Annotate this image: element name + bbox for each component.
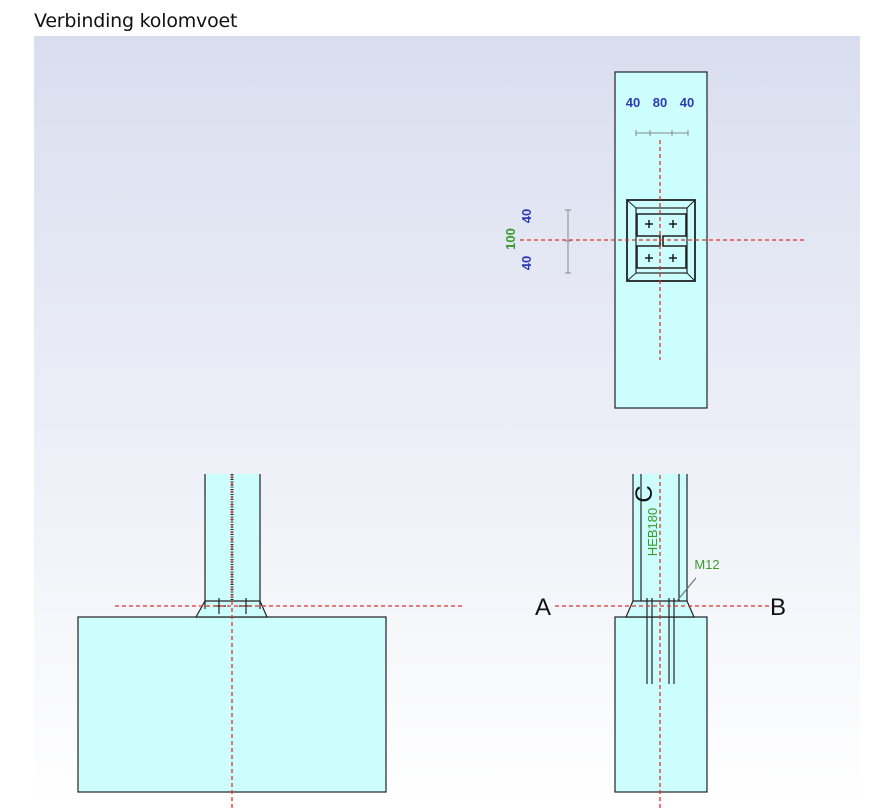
dim-horizontal-3: 40 [680,95,694,110]
section-anchor-bolts [646,598,675,684]
bolt-label: M12 [694,557,719,572]
page-title: Verbinding kolomvoet [34,10,238,32]
side-elevation [77,474,465,811]
profile-label: HEB180 [645,508,660,556]
section-label-cut: C [631,485,658,502]
section-label-left: A [535,594,551,621]
elevation-axis-lines [115,475,465,811]
dim-vertical-2: 40 [519,256,534,270]
dim-horizontal-2: 80 [653,95,667,110]
plan-h-section [636,213,687,269]
section-axis-lines [555,475,770,811]
section-label-right: B [770,594,786,621]
front-elevation: A B C HEB180 M12 [535,474,786,811]
plan-dimension-line-vertical [565,209,571,274]
plan-view: 40 80 40 40 40 100 [503,71,805,409]
section-column [632,474,688,601]
dim-vertical-total: 100 [503,228,518,250]
section-concrete-block [614,616,708,793]
plan-dimension-line-horizontal [635,130,689,136]
plan-axis-lines [520,140,805,360]
dim-vertical-1: 40 [519,209,534,223]
plan-bolt-marks [645,220,677,262]
bolt-leader-line [675,577,697,603]
dim-horizontal-1: 40 [626,95,640,110]
plan-weld-lines [626,199,696,282]
